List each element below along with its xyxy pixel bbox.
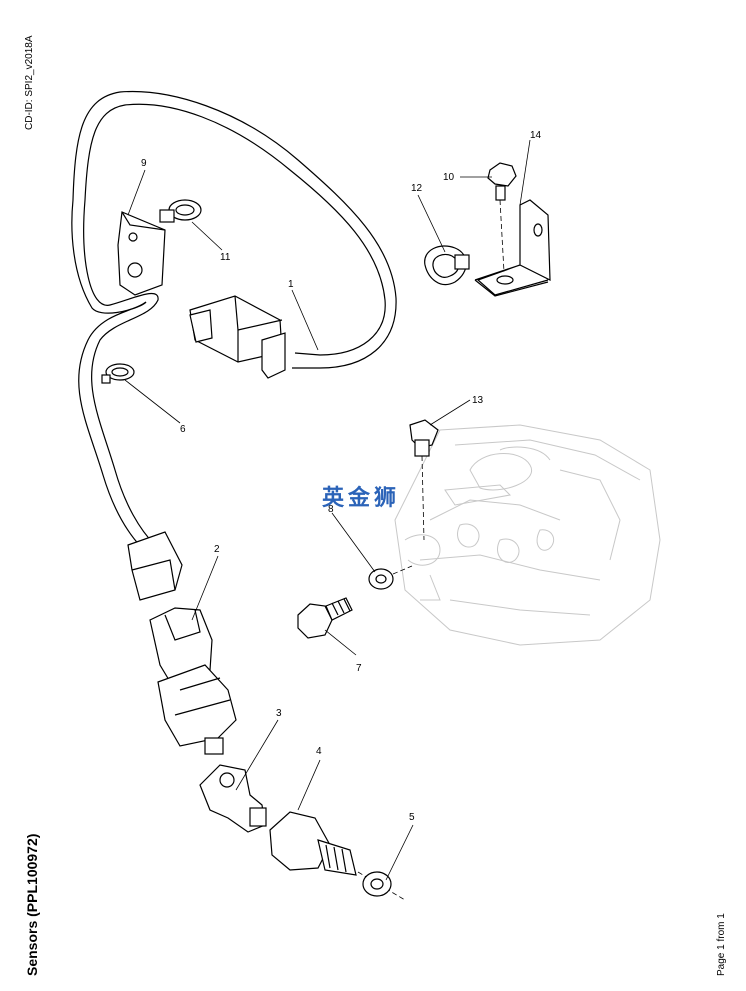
callout-5: 5	[409, 812, 415, 823]
callout-7: 7	[356, 663, 362, 674]
cable-clip-icon	[159, 199, 202, 223]
elbow-adapter-icon	[199, 764, 267, 833]
callout-11: 11	[220, 252, 231, 263]
callout-3: 3	[276, 708, 282, 719]
engine-block-outline	[394, 424, 661, 646]
bracket-icon	[117, 211, 166, 296]
plug-icon	[409, 419, 439, 541]
callout-labels: 1 2 3 4 5 6 7 8 9 10 11 12 13 14	[141, 130, 542, 823]
callout-10: 10	[443, 172, 455, 183]
sensor-icon	[149, 607, 237, 755]
wiring-harness-icon	[71, 90, 397, 601]
watermark-logo: 英金狮	[322, 486, 401, 511]
bolt-icon	[487, 162, 517, 273]
bolt-icon	[297, 597, 353, 639]
callout-9: 9	[141, 158, 147, 169]
callout-2: 2	[214, 544, 220, 555]
callout-8: 8	[328, 504, 334, 515]
callout-13: 13	[472, 395, 484, 406]
callout-14: 14	[530, 130, 542, 141]
cable-clip-icon	[101, 363, 135, 384]
callout-12: 12	[411, 183, 423, 194]
bracket-icon	[474, 199, 551, 297]
callout-4: 4	[316, 746, 322, 757]
callout-6: 6	[180, 424, 186, 435]
cable-clip-icon	[424, 245, 470, 286]
banjo-bolt-icon	[269, 811, 406, 901]
washer-icon	[362, 871, 392, 897]
callout-1: 1	[288, 279, 294, 290]
leader-lines	[124, 139, 531, 881]
washer-icon	[368, 565, 413, 590]
